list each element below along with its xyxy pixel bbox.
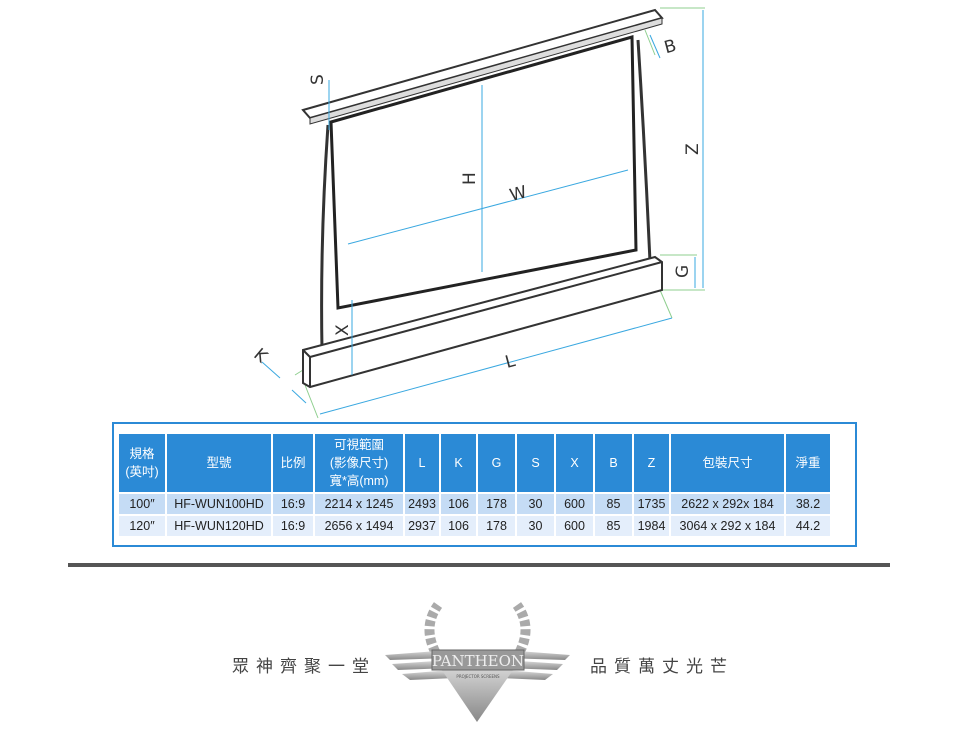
section-divider xyxy=(68,563,890,567)
table-cell: 2622 x 292x 184 xyxy=(671,494,784,514)
slogan-right: 品質萬丈光芒 xyxy=(590,657,734,677)
column-header-line: 淨重 xyxy=(795,456,821,470)
label-l: L xyxy=(503,351,518,373)
column-header: 包裝尺寸 xyxy=(671,434,784,492)
column-header-line: K xyxy=(454,456,463,470)
table-cell: 178 xyxy=(478,516,515,536)
column-header-line: (英吋) xyxy=(125,465,159,479)
column-header: 規格 (英吋) xyxy=(119,434,165,492)
table-cell: 85 xyxy=(595,516,632,536)
spec-table: 規格 (英吋) 型號 比例 可視範圍 (影像尺寸) 寬*高(mm) L K G S X B Z 包裝尺寸 淨重… xyxy=(117,432,832,538)
table-cell: 16:9 xyxy=(273,516,313,536)
table-cell: HF-WUN120HD xyxy=(167,516,271,536)
table-cell: 30 xyxy=(517,516,554,536)
spec-table-panel: 規格 (英吋) 型號 比例 可視範圍 (影像尺寸) 寬*高(mm) L K G S X B Z 包裝尺寸 淨重… xyxy=(112,422,857,547)
column-header: 可視範圍 (影像尺寸) 寬*高(mm) xyxy=(315,434,403,492)
table-cell: 16:9 xyxy=(273,494,313,514)
table-cell: 2493 xyxy=(405,494,439,514)
left-tension-cable xyxy=(320,124,330,351)
label-x: X xyxy=(333,324,353,336)
label-w: W xyxy=(508,182,530,206)
column-header-line: S xyxy=(531,456,540,470)
svg-text:PANTHEON: PANTHEON xyxy=(432,652,524,670)
table-cell: 3064 x 292 x 184 xyxy=(671,516,784,536)
column-header: K xyxy=(441,434,476,492)
table-cell: HF-WUN100HD xyxy=(167,494,271,514)
column-header-line: 可視範圍 xyxy=(333,438,384,452)
table-cell: 2937 xyxy=(405,516,439,536)
label-z: Z xyxy=(683,143,703,155)
column-header: L xyxy=(405,434,439,492)
table-cell: 2214 x 1245 xyxy=(315,494,403,514)
table-cell: 100″ xyxy=(119,494,165,514)
table-cell: 30 xyxy=(517,494,554,514)
column-header-line: 寬*高(mm) xyxy=(329,474,389,488)
guide-lines xyxy=(294,7,705,419)
table-cell: 2656 x 1494 xyxy=(315,516,403,536)
column-header: 型號 xyxy=(167,434,271,492)
bottom-case xyxy=(302,255,663,389)
column-header: B xyxy=(595,434,632,492)
table-cell: 1984 xyxy=(634,516,669,536)
column-header-line: G xyxy=(491,456,502,470)
column-header: G xyxy=(478,434,515,492)
column-header: S xyxy=(517,434,554,492)
table-cell: 1735 xyxy=(634,494,669,514)
column-header: Z xyxy=(634,434,669,492)
column-header: 比例 xyxy=(273,434,313,492)
table-cell: 38.2 xyxy=(786,494,830,514)
table-cell: 600 xyxy=(556,494,593,514)
pantheon-logo: PANTHEON PROJECTOR SCREENS xyxy=(385,602,570,722)
column-header-line: B xyxy=(609,456,618,470)
column-header-line: L xyxy=(418,456,426,470)
table-cell: 44.2 xyxy=(786,516,830,536)
column-header-line: 包裝尺寸 xyxy=(702,456,753,470)
label-s: S xyxy=(308,74,328,85)
column-header: 淨重 xyxy=(786,434,830,492)
label-h: H xyxy=(460,172,480,185)
table-header-row: 規格 (英吋) 型號 比例 可視範圍 (影像尺寸) 寬*高(mm) L K G S X B Z 包裝尺寸 淨重 xyxy=(119,434,830,492)
projection-screen xyxy=(329,35,638,310)
column-header-line: Z xyxy=(647,456,656,470)
column-header-line: 比例 xyxy=(280,456,306,470)
dimension-lines xyxy=(261,10,704,415)
column-header-line: 型號 xyxy=(206,456,232,470)
table-cell: 178 xyxy=(478,494,515,514)
screen-dimension-diagram: S B Z H W G X K L xyxy=(250,7,705,419)
svg-text:PROJECTOR SCREENS: PROJECTOR SCREENS xyxy=(456,674,500,679)
table-cell: 106 xyxy=(441,516,476,536)
slogan-left: 眾神齊聚一堂 xyxy=(232,657,376,677)
label-b: B xyxy=(662,36,678,58)
table-cell: 600 xyxy=(556,516,593,536)
label-g: G xyxy=(673,265,693,278)
column-header-line: X xyxy=(570,456,579,470)
table-cell: 106 xyxy=(441,494,476,514)
column-header: X xyxy=(556,434,593,492)
right-tension-cable xyxy=(636,39,652,263)
column-header-line: (影像尺寸) xyxy=(329,456,389,470)
column-header-line: 規格 xyxy=(129,447,155,461)
table-cell: 120″ xyxy=(119,516,165,536)
label-k: K xyxy=(250,345,272,368)
table-cell: 85 xyxy=(595,494,632,514)
